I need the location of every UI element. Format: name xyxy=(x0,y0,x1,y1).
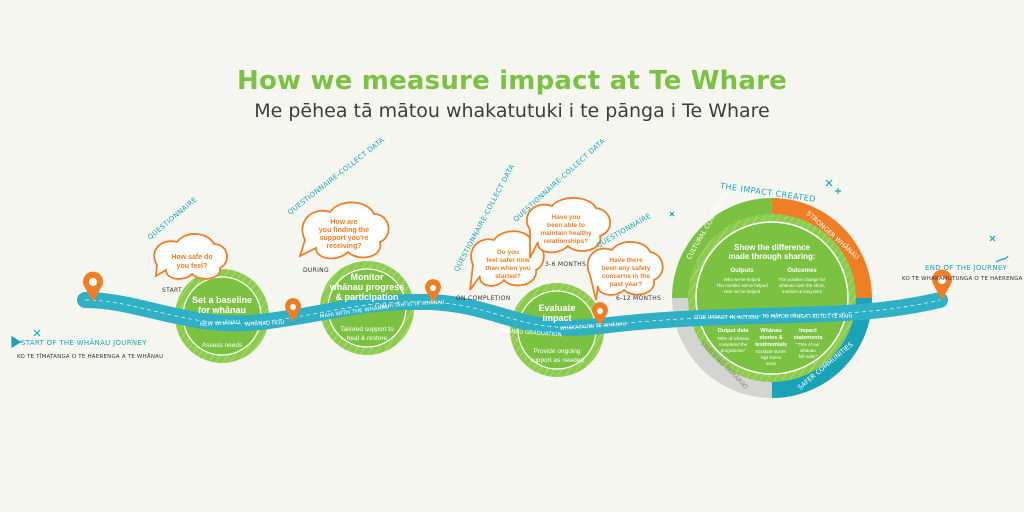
outcomes-line: whānau over the short, xyxy=(779,283,825,288)
stories-line: Ngā kōrero xyxy=(761,355,782,360)
stage-2-title: Monitor xyxy=(351,272,384,282)
end-pin-icon xyxy=(931,269,952,300)
road-label: WHĀNAU GRADUATION xyxy=(498,327,562,338)
bubble-4-line: relationships? xyxy=(544,238,588,245)
road-label: MAHI TAHI KI TE WHĀNAU xyxy=(380,298,445,310)
speech-bubble-2 xyxy=(298,201,390,260)
sparkle-icon xyxy=(33,179,996,337)
road-label: WHĀNAU HOU xyxy=(245,319,285,328)
stories-line: testimonials xyxy=(755,342,787,348)
impact-center-title: Show the difference xyxy=(734,243,811,252)
impact-statements-title: Impact xyxy=(799,328,817,334)
speech-bubble-3 xyxy=(469,230,545,291)
stage-pin-icon xyxy=(425,279,441,303)
impact-statements-line: felt safer" xyxy=(799,354,818,359)
bubble-5-line: past year? xyxy=(610,281,643,288)
stage-3-desc: Provide ongoing xyxy=(534,348,581,355)
bubble-5-line: concerns in the xyxy=(602,273,650,280)
outputs-line: The number we've helped xyxy=(716,283,768,288)
output-data-line: "80% of whānau xyxy=(717,336,750,341)
stories-line: Gratitude stories xyxy=(756,349,787,354)
bubble-2-line: How are xyxy=(330,219,357,226)
time-label-3-6: 3-6 MONTHS xyxy=(545,261,586,268)
stage-1-title: Set a baseline xyxy=(192,295,252,305)
stage-pin-icon xyxy=(592,302,608,326)
page-title: How we measure impact at Te Whare xyxy=(237,66,787,96)
outcomes-line: The positive change for xyxy=(779,277,826,282)
stage-1-title: for whānau xyxy=(198,305,246,315)
impact-statements-line: statements xyxy=(793,335,822,341)
road-label: TO MĀTOU PĀNGA I ROTO I TE MAHI xyxy=(761,313,852,320)
stage-2-desc: heal & restore xyxy=(347,335,388,342)
time-label-during: DURING xyxy=(303,267,329,274)
stories-line: stories & xyxy=(759,335,783,341)
bubble-1-line: you feel? xyxy=(177,263,208,270)
bubble-4-line: been able to xyxy=(547,222,585,229)
time-label-completion: ON COMPLETION xyxy=(456,295,511,302)
outputs-title: Outputs xyxy=(731,268,755,274)
bubble-3-line: than when you xyxy=(485,265,531,272)
stage-pin-icon xyxy=(285,298,301,322)
output-data-line: programme" xyxy=(721,348,746,353)
stage-2-desc: Tailored support to xyxy=(340,326,394,333)
outputs-line: How we've helped xyxy=(724,289,761,294)
bubble-1-line: How safe do xyxy=(171,254,212,261)
outcomes-title: Outcomes xyxy=(787,268,817,274)
road-label: NEW WHĀNAU xyxy=(200,319,240,328)
impact-statements-line: "75% of our xyxy=(796,342,820,347)
impact-center-title: made through sharing: xyxy=(728,252,815,261)
stage-3-title: Evaluate xyxy=(538,303,575,313)
start-sub: KO TE TĪMATANGA O TE HAERENGA A TE WHĀNA… xyxy=(17,353,163,360)
bubble-4-line: Have you xyxy=(552,214,581,221)
bubble-2-line: receiving? xyxy=(326,243,361,250)
stage-3-desc: support as needed xyxy=(530,357,584,364)
end-label: END OF THE JOURNEY xyxy=(925,264,1008,272)
bubble-3-line: feel safer now xyxy=(486,257,530,264)
start-pin-icon xyxy=(83,271,103,302)
output-data-line: completed the xyxy=(719,342,748,347)
start-label: START OF THE WHĀNAU JOURNEY xyxy=(21,338,147,347)
outputs-line: Who we've helped xyxy=(724,277,761,282)
bubble-4-line: maintain healthy xyxy=(540,230,592,237)
stage-1-desc: Assess needs xyxy=(202,342,243,349)
bubble-2-line: you finding the xyxy=(319,227,369,234)
start-arrow-icon xyxy=(11,335,22,349)
end-sub: KO TE WHAKAMUTUNGA O TE HAERENGA xyxy=(902,276,1023,282)
speech-bubble-5 xyxy=(586,241,664,301)
outcomes-line: medium & long term xyxy=(782,289,823,294)
bubble-2-tag: QUESTIONNAIRE-COLLECT DATA xyxy=(286,136,386,216)
stories-line: maori xyxy=(766,361,777,366)
bubble-3-line: started? xyxy=(495,273,521,280)
bubble-5-line: been any safety xyxy=(602,265,651,272)
output-data-title: Output data xyxy=(718,328,750,334)
time-label-start: START xyxy=(162,287,182,294)
impact-statements-line: whānau xyxy=(800,348,816,353)
bubble-5-line: Have there xyxy=(609,257,643,264)
stage-2-title: whānau progress xyxy=(329,282,405,292)
road-label: OUR IMPACT IN ACTION xyxy=(694,315,758,321)
speech-bubble-4 xyxy=(526,197,611,259)
bubble-2-line: support you're xyxy=(320,235,369,242)
stage-2-title: & participation xyxy=(335,292,398,302)
stories-title: Whānau xyxy=(760,328,781,334)
speech-bubble-1 xyxy=(153,233,228,280)
stage-3-title: impact xyxy=(542,313,571,323)
road-label: WHAKAPAUMI TE WHĀNAU xyxy=(560,320,627,332)
bubble-3-line: Do you xyxy=(497,249,519,256)
time-label-6-12: 6-12 MONTHS xyxy=(616,295,661,302)
end-arrow-icon xyxy=(995,255,1009,263)
page-subtitle: Me pēhea tā mātou whakatutuki i te pānga… xyxy=(254,100,770,122)
